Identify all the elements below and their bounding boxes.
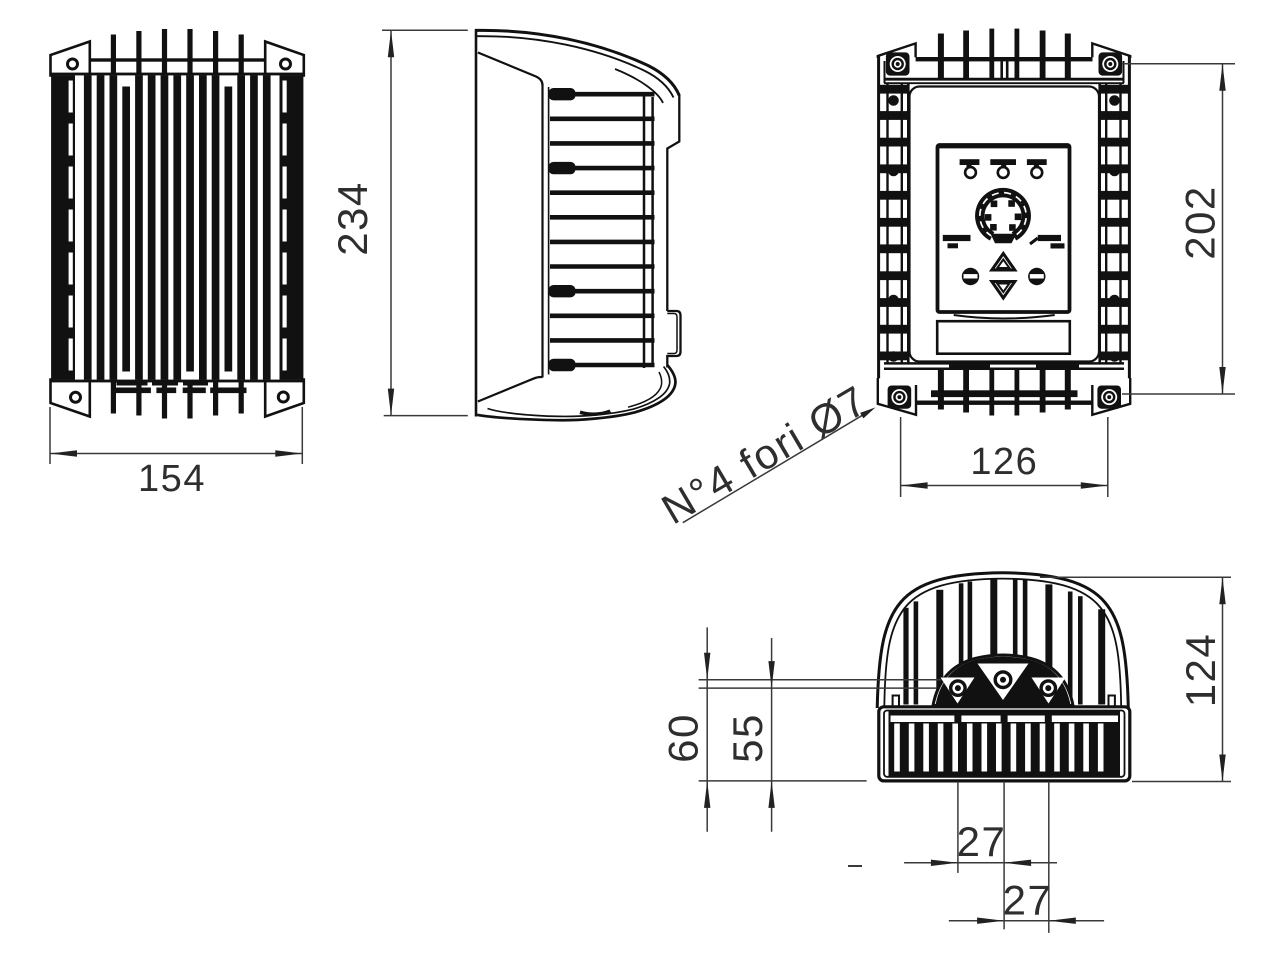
- svg-text:154: 154: [138, 458, 206, 500]
- svg-text:234: 234: [329, 181, 376, 256]
- svg-text:126: 126: [970, 441, 1038, 483]
- svg-text:55: 55: [724, 713, 771, 763]
- svg-text:60: 60: [660, 713, 707, 763]
- svg-text:202: 202: [1177, 185, 1224, 260]
- svg-text:27: 27: [957, 818, 1007, 865]
- svg-text:27: 27: [1003, 877, 1053, 924]
- svg-text:124: 124: [1177, 633, 1224, 708]
